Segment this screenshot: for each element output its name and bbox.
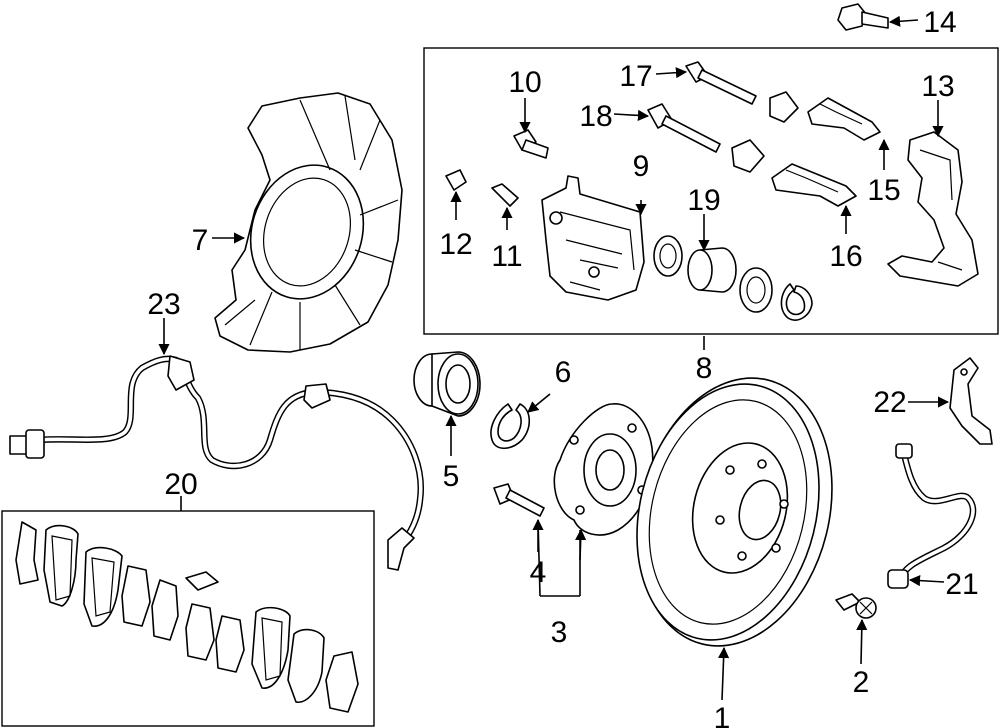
brake-pad-set-box: [1, 510, 375, 727]
callout-2: 2: [853, 666, 870, 699]
caliper-mount-bolt: [837, 3, 889, 31]
bleeder-screw: [491, 183, 519, 207]
brake-caliper: [541, 175, 645, 301]
callout-12: 12: [439, 228, 472, 261]
callout-22: 22: [873, 386, 906, 419]
caliper-assembly-box: [423, 47, 999, 335]
piston-seals: [653, 235, 813, 321]
pin-boots: [731, 91, 799, 173]
callout-13: 13: [921, 70, 954, 103]
callout-14: 14: [923, 6, 956, 39]
callout-5: 5: [443, 460, 460, 493]
callout-7: 7: [192, 224, 209, 257]
callout-1: 1: [714, 702, 731, 728]
callout-21: 21: [945, 568, 978, 601]
callout-23: 23: [147, 288, 180, 321]
callout-4: 4: [530, 556, 547, 589]
brake-pads-shims: [15, 521, 359, 713]
callout-6: 6: [555, 356, 572, 389]
guide-pin-lower: [647, 103, 721, 153]
abs-sensor-rear: [887, 443, 977, 589]
sensor-bracket: [949, 357, 993, 445]
guide-pin-upper: [685, 61, 757, 105]
caliper-bracket: [887, 131, 979, 287]
callout-10: 10: [508, 66, 541, 99]
callout-19: 19: [687, 184, 720, 217]
brake-rotor: [636, 377, 833, 647]
callout-9: 9: [633, 150, 650, 183]
callout-20: 20: [164, 468, 197, 501]
callout-15: 15: [867, 174, 900, 207]
callout-17: 17: [619, 60, 652, 93]
callout-3: 3: [551, 616, 568, 649]
splash-shield: [214, 92, 403, 353]
rotor-screw: [835, 593, 877, 619]
hub-bolt: [493, 483, 545, 517]
callout-16: 16: [829, 240, 862, 273]
wheel-bearing: [413, 351, 481, 417]
callout-11: 11: [491, 240, 522, 273]
snap-ring: [490, 403, 531, 450]
hub-assembly: [553, 403, 654, 536]
abs-wire-harness: [9, 355, 424, 571]
bleeder-cap: [445, 169, 467, 191]
caliper-bolt: [513, 129, 549, 159]
callout-18: 18: [579, 100, 612, 133]
callout-8: 8: [696, 352, 713, 385]
pad-clip-lower: [771, 163, 857, 207]
pad-clip-upper: [807, 97, 881, 141]
